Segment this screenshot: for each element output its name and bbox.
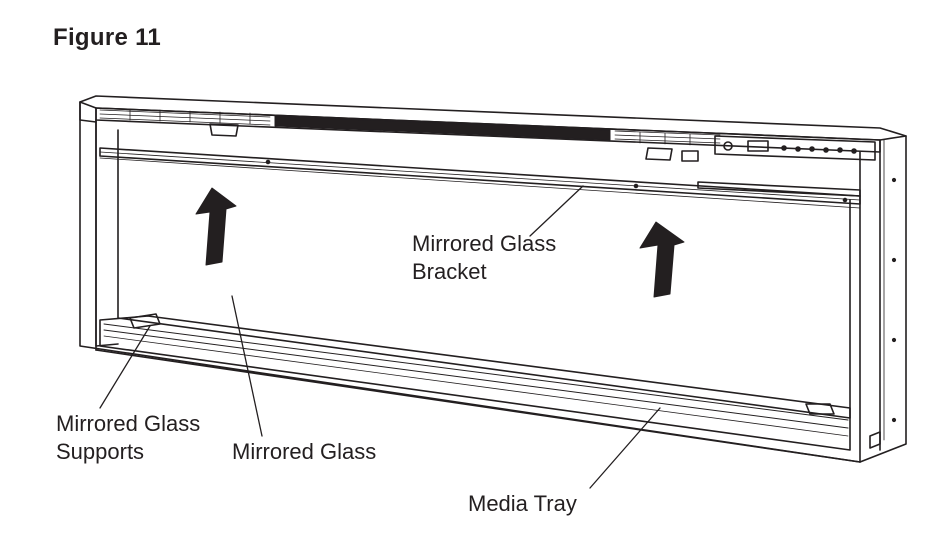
callout-line: Supports (56, 439, 145, 464)
mirrored-glass-supports-label: Mirrored Glass Supports (56, 410, 200, 466)
mirrored-glass-bracket (99, 147, 861, 209)
up-arrow-icon (195, 187, 237, 266)
callout-line: Bracket (412, 259, 487, 284)
mirrored-glass-label: Mirrored Glass (232, 439, 377, 464)
unit-frame (79, 101, 907, 463)
callout-line: Mirrored Glass (412, 231, 557, 256)
mirrored-glass-bracket-label: Mirrored Glass Bracket (412, 230, 556, 286)
figure-title: Figure 11 (53, 24, 162, 51)
top-vent-panel (95, 107, 881, 162)
media-tray-label: Media Tray (468, 491, 577, 516)
leader-bracket (529, 185, 584, 237)
up-arrow-icon (639, 221, 685, 298)
media-tray (99, 315, 851, 451)
leader-glass (231, 295, 263, 437)
mirrored-glass-supports (129, 313, 835, 415)
leader-tray (589, 407, 661, 489)
callout-line: Mirrored Glass (56, 411, 201, 436)
leader-supports (99, 325, 151, 409)
leader-lines (99, 185, 661, 489)
